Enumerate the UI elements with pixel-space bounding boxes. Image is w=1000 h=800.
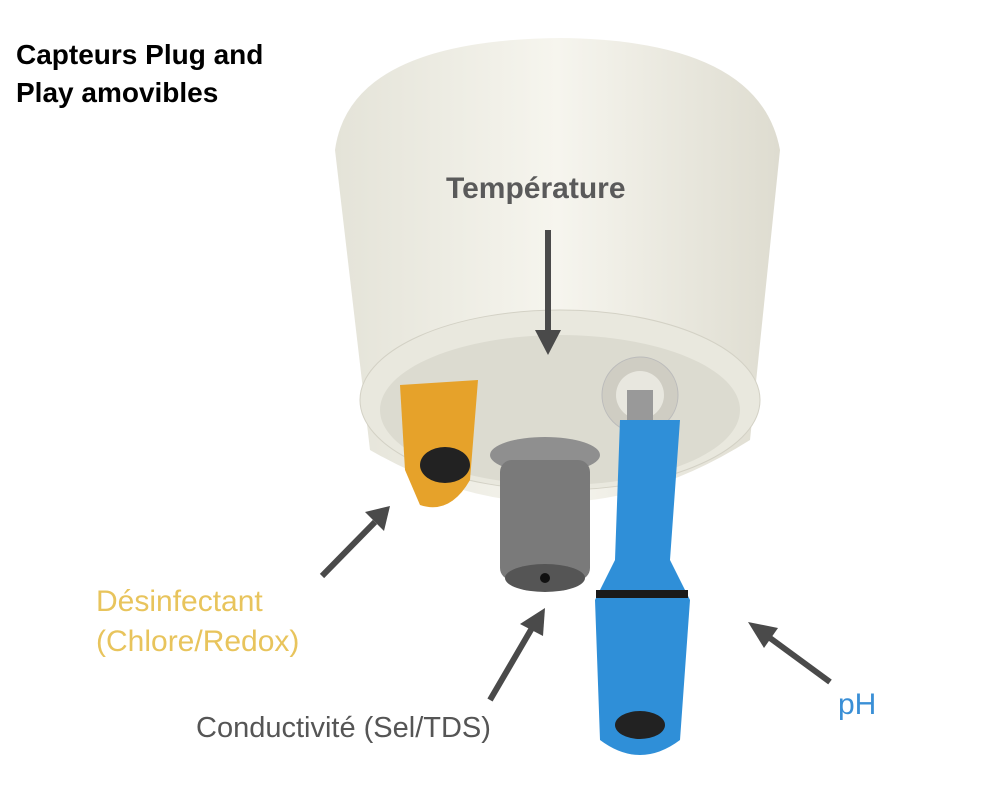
conductivity-label: Conductivité (Sel/TDS): [196, 712, 491, 744]
title-line-1: Capteurs Plug and: [16, 39, 264, 70]
disinfectant-arrow: [319, 519, 378, 579]
disinfectant-label-line-1: Désinfectant: [96, 585, 263, 618]
page-title: Capteurs Plug and Play amovibles: [16, 36, 336, 112]
disinfectant-label-line-2: (Chlore/Redox): [96, 625, 300, 658]
conductivity-sensor: [490, 437, 600, 592]
device-body: [335, 38, 780, 503]
disinfectant-label: Désinfectant (Chlore/Redox): [96, 582, 299, 662]
ph-sensor: [595, 390, 690, 755]
conductivity-arrow: [487, 626, 535, 702]
temperature-label: Température: [446, 172, 626, 205]
ph-arrow: [768, 635, 832, 685]
disinfectant-sensor: [400, 380, 478, 508]
title-line-2: Play amovibles: [16, 77, 219, 108]
ph-label: pH: [838, 688, 877, 721]
pointer-arrows: [319, 230, 832, 702]
